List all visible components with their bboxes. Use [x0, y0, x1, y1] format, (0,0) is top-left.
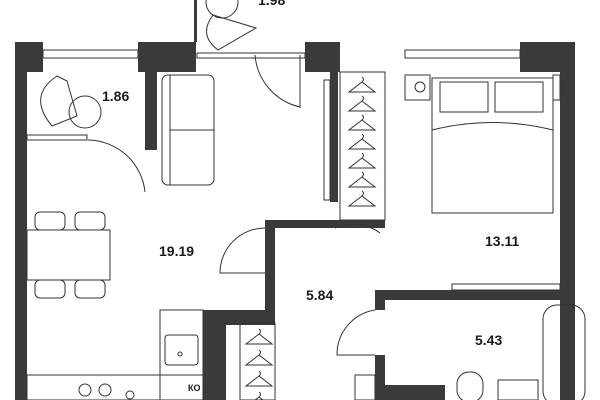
hanger-icon: [347, 114, 377, 131]
room-area-bathroom: 5.43: [475, 332, 503, 348]
hangers: [244, 76, 377, 400]
room-area-living-kitchen: 19.19: [159, 243, 195, 259]
hanger-icon: [347, 76, 377, 93]
hanger-icon: [244, 328, 274, 345]
fixtures: [26, 0, 586, 400]
hanger-icon: [244, 349, 274, 366]
hanger-icon: [347, 171, 377, 188]
hanger-icon: [254, 391, 264, 400]
hanger-icon: [347, 152, 377, 169]
walls: [15, 0, 575, 400]
hanger-icon: [244, 370, 274, 387]
hanger-icon: [347, 133, 377, 150]
hanger-icon: [347, 190, 377, 207]
room-area-balcony-left: 1.86: [102, 88, 130, 104]
ko-marker: КО: [188, 383, 201, 393]
room-area-bedroom: 13.11: [485, 233, 520, 249]
room-area-balcony-top: 1.98: [258, 0, 286, 8]
hanger-icon: [347, 95, 377, 112]
room-area-hallway: 5.84: [306, 287, 334, 303]
